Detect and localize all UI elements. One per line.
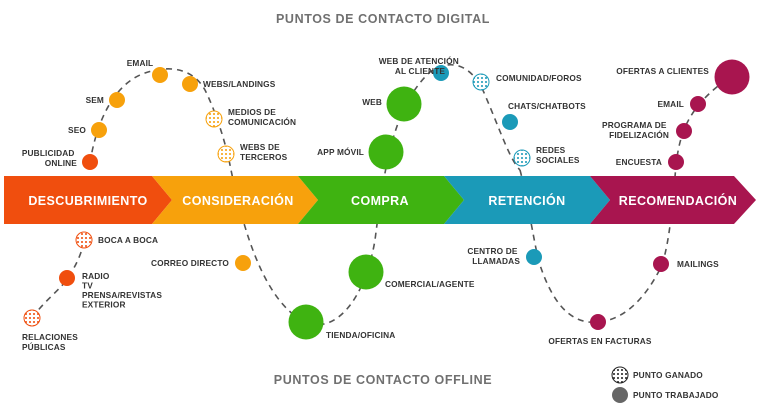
offline-title: PUNTOS DE CONTACTO OFFLINE bbox=[274, 373, 492, 387]
touchpoint-programa-fidelizacion bbox=[676, 123, 692, 139]
stage-arrow-descubrimiento bbox=[4, 176, 172, 224]
stage-arrow-retencion bbox=[444, 176, 610, 224]
legend-ganado-icon bbox=[611, 366, 629, 384]
stage-arrow-compra bbox=[298, 176, 464, 224]
touchpoint-publicidad-online bbox=[82, 154, 98, 170]
legend-ganado-label: PUNTO GANADO bbox=[633, 370, 703, 380]
label-correo-directo: CORREO DIRECTO bbox=[151, 258, 229, 268]
label-email: EMAIL bbox=[127, 58, 154, 68]
touchpoint-ofertas-clientes bbox=[714, 59, 750, 95]
touchpoint-centro-llamadas bbox=[526, 249, 542, 265]
label-boca-a-boca: BOCA A BOCA bbox=[98, 235, 158, 245]
touchpoint-email bbox=[152, 67, 168, 83]
label-seo: SEO bbox=[68, 125, 86, 135]
touchpoint-boca-a-boca bbox=[75, 231, 93, 249]
label-ofertas-clientes: OFERTAS A CLIENTES bbox=[616, 66, 709, 76]
touchpoint-app-movil bbox=[368, 134, 404, 170]
label-email-recomendacion: EMAIL bbox=[657, 99, 684, 109]
touchpoint-redes-sociales bbox=[513, 149, 531, 167]
journey-path-left-offline bbox=[31, 239, 85, 319]
touchpoint-radio-tv bbox=[59, 270, 75, 286]
touchpoint-encuesta bbox=[668, 154, 684, 170]
touchpoint-seo bbox=[91, 122, 107, 138]
label-web: WEB bbox=[362, 97, 382, 107]
label-app-movil: APP MÓVIL bbox=[317, 146, 364, 157]
label-webs-terceros: WEBS DE TERCEROS bbox=[240, 142, 288, 162]
touchpoint-comunidad-foros bbox=[472, 73, 490, 91]
label-centro-llamadas: CENTRO DE LLAMADAS bbox=[467, 246, 520, 266]
touchpoint-web bbox=[386, 86, 422, 122]
stage-arrow-recomendacion bbox=[590, 176, 756, 224]
touchpoint-comercial-agente bbox=[348, 254, 384, 290]
label-redes-sociales: REDES SOCIALES bbox=[536, 145, 580, 165]
label-webs-landings: WEBS/LANDINGS bbox=[203, 79, 276, 89]
label-chats-chatbots: CHATS/CHATBOTS bbox=[508, 101, 586, 111]
stage-arrows: DESCUBRIMIENTO CONSIDERACIÓN COMPRA RETE… bbox=[4, 176, 756, 224]
touchpoint-sem bbox=[109, 92, 125, 108]
touchpoint-chats-chatbots bbox=[502, 114, 518, 130]
label-medios-comunicacion: MEDIOS DE COMUNICACIÓN bbox=[228, 107, 296, 127]
label-tienda-oficina: TIENDA/OFICINA bbox=[326, 330, 395, 340]
touchpoint-medios-comunicacion bbox=[205, 110, 223, 128]
touchpoint-ofertas-facturas bbox=[590, 314, 606, 330]
label-publicidad-online: PUBLICIDAD ONLINE bbox=[22, 148, 77, 168]
stage-label-retencion: RETENCIÓN bbox=[488, 193, 565, 208]
label-mailings: MAILINGS bbox=[677, 259, 719, 269]
stage-arrow-consideracion bbox=[152, 176, 318, 224]
label-programa-fidelizacion: PROGRAMA DE FIDELIZACIÓN bbox=[602, 120, 669, 140]
label-comercial-agente: COMERCIAL/AGENTE bbox=[385, 279, 475, 289]
label-encuesta: ENCUESTA bbox=[616, 157, 662, 167]
touchpoint-email-recomendacion bbox=[690, 96, 706, 112]
label-web-atencion: WEB DE ATENCIÓN AL CLIENTE bbox=[379, 55, 462, 76]
touchpoint-webs-landings bbox=[182, 76, 198, 92]
stage-label-compra: COMPRA bbox=[351, 194, 409, 208]
touchpoint-correo-directo bbox=[235, 255, 251, 271]
legend: PUNTO GANADO PUNTO TRABAJADO bbox=[611, 366, 719, 403]
label-ofertas-facturas: OFERTAS EN FACTURAS bbox=[548, 336, 651, 346]
touchpoint-tienda-oficina bbox=[288, 304, 324, 340]
digital-title: PUNTOS DE CONTACTO DIGITAL bbox=[276, 12, 490, 26]
label-sem: SEM bbox=[86, 95, 104, 105]
label-relaciones-publicas: RELACIONES PÚBLICAS bbox=[22, 332, 80, 352]
touchpoint-relaciones-publicas bbox=[23, 309, 41, 327]
stage-label-descubrimiento: DESCUBRIMIENTO bbox=[28, 194, 147, 208]
stage-label-recomendacion: RECOMENDACIÓN bbox=[619, 193, 737, 208]
touchpoint-mailings bbox=[653, 256, 669, 272]
label-radio-tv: RADIO TV PRENSA/REVISTAS EXTERIOR bbox=[82, 271, 164, 310]
legend-trabajado-label: PUNTO TRABAJADO bbox=[633, 390, 719, 400]
legend-trabajado-icon bbox=[612, 387, 628, 403]
stage-label-consideracion: CONSIDERACIÓN bbox=[182, 193, 293, 208]
label-comunidad-foros: COMUNIDAD/FOROS bbox=[496, 73, 582, 83]
touchpoint-web-atencion bbox=[433, 65, 449, 81]
touchpoint-webs-terceros bbox=[217, 145, 235, 163]
